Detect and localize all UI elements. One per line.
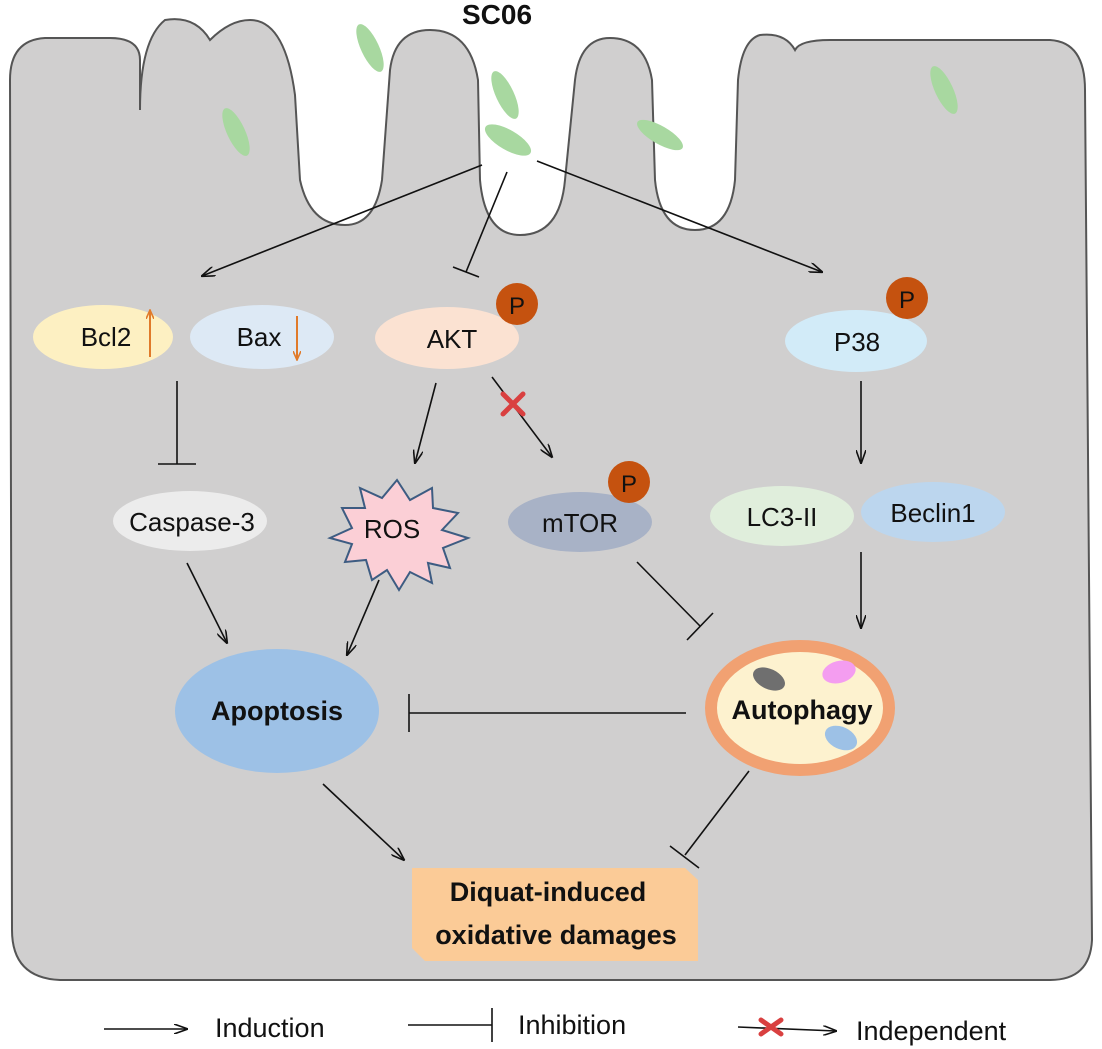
mtor-phospho-label: P (621, 471, 637, 498)
p38-node (785, 310, 927, 372)
apoptosis-node (175, 649, 379, 773)
mtor-label: mTOR (542, 508, 618, 538)
bax-label: Bax (237, 322, 282, 352)
mtor-phospho-badge (608, 461, 650, 503)
edge-akt-mtor (491, 376, 552, 457)
edge-autophagy-damage-bar (669, 845, 700, 869)
edge-sc06-p38 (536, 160, 822, 272)
p38-label: P38 (834, 327, 880, 357)
autophagy-cargo-blue (824, 725, 858, 751)
edge-mtor-autophagy-bar (686, 612, 714, 641)
damage-label-line2: oxidative damages (435, 920, 677, 950)
title: SC06 (462, 0, 532, 30)
beclin1-label: Beclin1 (890, 498, 975, 528)
edge-caspase3-apoptosis (186, 562, 227, 643)
beclin1-node (861, 482, 1005, 542)
bacterium-5 (637, 119, 683, 151)
damage-label-line1: Diquat-induced (450, 877, 647, 907)
akt-phospho-label: P (509, 293, 525, 320)
bacterium-4 (484, 124, 532, 156)
edge-sc06-akt (465, 171, 508, 273)
ros-node (327, 478, 472, 592)
p38-phospho-badge (886, 277, 928, 319)
akt-phospho-badge (496, 283, 538, 325)
edge-akt-ros (415, 382, 437, 463)
akt-label: AKT (427, 324, 478, 354)
edge-sc06-bcl2 (202, 164, 483, 276)
edge-apoptosis-damage (322, 783, 404, 860)
akt-node (375, 307, 519, 369)
p38-phospho-label: P (899, 287, 915, 314)
bacterium-2 (222, 108, 250, 156)
autophagy-label: Autophagy (732, 695, 873, 725)
edge-autophagy-damage (684, 770, 750, 856)
bacterium-3 (491, 71, 519, 119)
edge-sc06-akt-bar (452, 266, 480, 278)
independent-x-icon (500, 391, 526, 417)
ros-label: ROS (364, 514, 420, 544)
legend-independent-label: Independent (856, 1016, 1007, 1046)
autophagy-cargo-grey (753, 667, 785, 691)
lc3-label: LC3-II (747, 502, 818, 532)
caspase3-node (113, 491, 267, 551)
damage-node (412, 868, 698, 961)
caspase3-label: Caspase-3 (129, 507, 255, 537)
legend-inhibition-label: Inhibition (518, 1010, 626, 1040)
bacterium-6 (930, 66, 958, 114)
lc3-node (710, 486, 854, 546)
legend-independent-arrow (737, 1027, 836, 1031)
legend-induction-label: Induction (215, 1013, 325, 1043)
edge-mtor-autophagy (636, 561, 701, 627)
autophagy-cargo-pink (822, 660, 856, 684)
mtor-node (508, 492, 652, 552)
edge-ros-apoptosis (347, 579, 380, 655)
apoptosis-label: Apoptosis (211, 696, 343, 726)
legend-independent-x-icon (758, 1017, 784, 1037)
bcl2-label: Bcl2 (81, 322, 132, 352)
bcl2-node (33, 305, 173, 369)
bacterium-1 (356, 24, 384, 72)
